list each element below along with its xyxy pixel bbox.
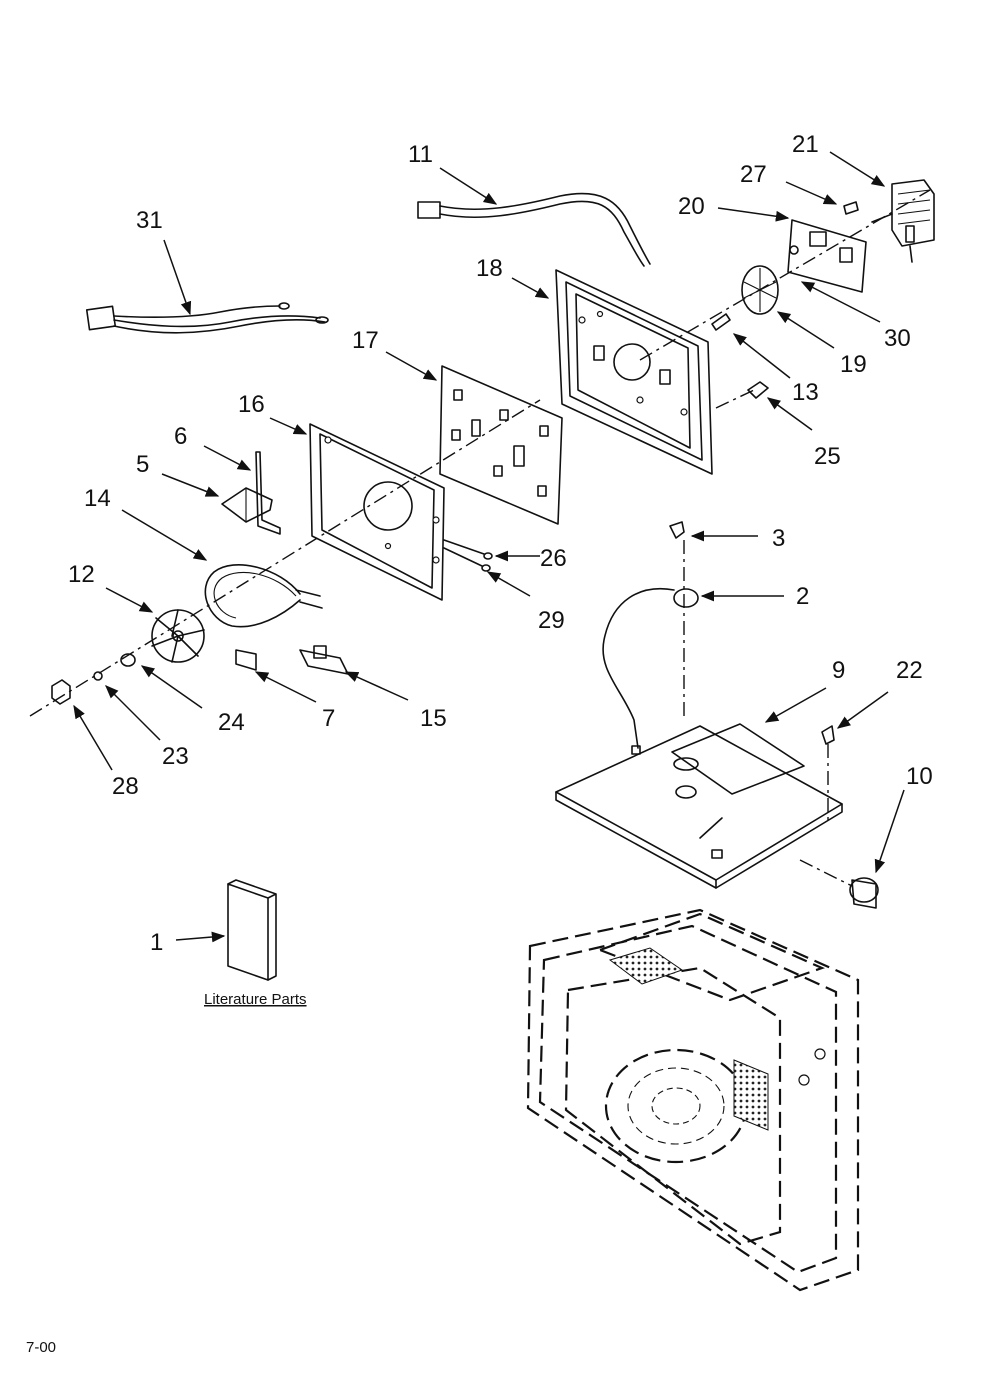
- washer-23: [93, 671, 103, 681]
- callout-26: 26: [540, 545, 567, 572]
- footer-code: 7-00: [26, 1339, 56, 1356]
- screw-29: [443, 547, 491, 572]
- bracket-6: [255, 451, 281, 535]
- wire-harness-31: [85, 302, 329, 334]
- clip-7: [235, 649, 257, 671]
- washer-30: [789, 245, 799, 255]
- bracket-20: [787, 219, 867, 293]
- cabinet-outline: [526, 908, 860, 1292]
- frame-16: [309, 423, 445, 601]
- callout-29: 29: [538, 607, 565, 634]
- callout-24: 24: [218, 709, 245, 736]
- callout-17: 17: [352, 327, 379, 354]
- callout-21: 21: [792, 131, 819, 158]
- callout-7: 7: [322, 705, 335, 732]
- callout-30: 30: [884, 325, 911, 352]
- callout-28: 28: [112, 773, 139, 800]
- screw-3: [669, 521, 685, 539]
- callout-20: 20: [678, 193, 705, 220]
- callout-10: 10: [906, 763, 933, 790]
- callout-27: 27: [740, 161, 767, 188]
- callout-9: 9: [832, 657, 845, 684]
- plate-9: [555, 723, 843, 889]
- thermostat-10: [849, 877, 879, 909]
- literature-parts-label: Literature Parts: [204, 991, 307, 1008]
- screw-25: [747, 381, 769, 399]
- callout-22: 22: [896, 657, 923, 684]
- callout-16: 16: [238, 391, 265, 418]
- panel-17: [439, 365, 563, 525]
- callout-11: 11: [408, 141, 433, 168]
- callout-25: 25: [814, 443, 841, 470]
- heating-element-14: [204, 564, 323, 628]
- callout-3: 3: [772, 525, 785, 552]
- callout-12: 12: [68, 561, 95, 588]
- callouts: 31 11 18 17 16 6 5 14 12 24 23 28 7 15 2…: [68, 131, 933, 956]
- washer-24: [120, 653, 136, 667]
- callout-15: 15: [420, 705, 447, 732]
- callout-18: 18: [476, 255, 503, 282]
- leader-lines: [73, 151, 905, 943]
- callout-31: 31: [136, 207, 163, 234]
- callout-19: 19: [840, 351, 867, 378]
- callout-1: 1: [150, 929, 163, 956]
- callout-14: 14: [84, 485, 111, 512]
- callout-2: 2: [796, 583, 809, 610]
- literature-1: [227, 879, 277, 981]
- nut-28: [51, 679, 71, 705]
- sensor-2: [602, 588, 699, 755]
- screw-22: [821, 725, 835, 745]
- screw-27: [843, 201, 859, 215]
- wire-11: [417, 192, 651, 267]
- callout-6: 6: [174, 423, 187, 450]
- callout-23: 23: [162, 743, 189, 770]
- spacer-13: [711, 313, 731, 331]
- callout-5: 5: [136, 451, 149, 478]
- fan-blade-12: [151, 609, 205, 663]
- bracket-5: [221, 487, 273, 523]
- clip-15: [299, 645, 349, 675]
- callout-13: 13: [792, 379, 819, 406]
- frame-18: [555, 269, 713, 475]
- screw-26: [443, 539, 493, 560]
